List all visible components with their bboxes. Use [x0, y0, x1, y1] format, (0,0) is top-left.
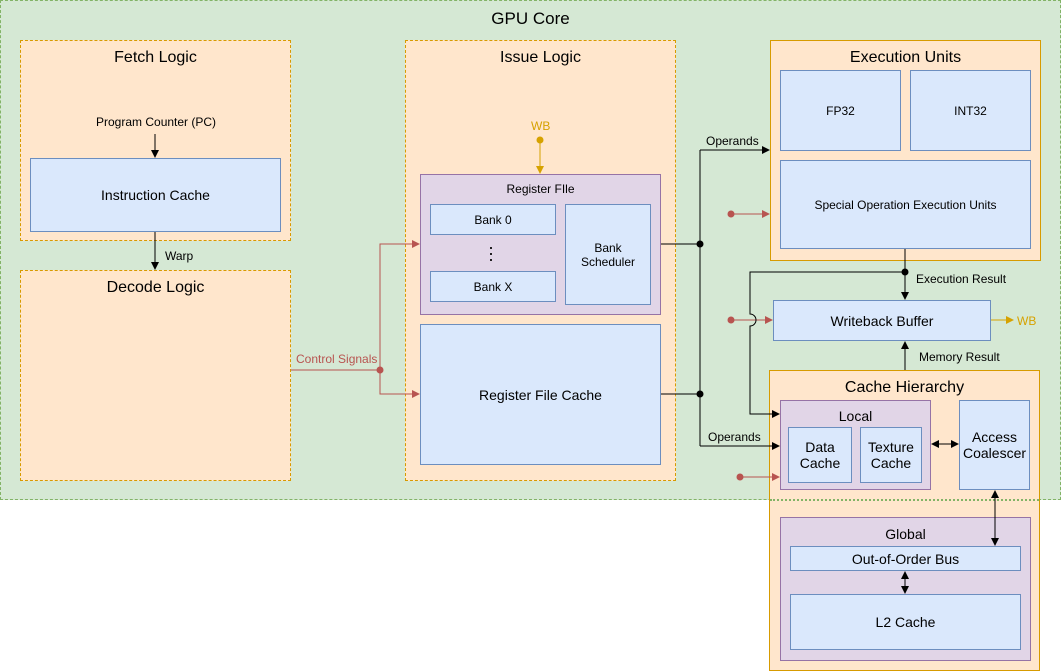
special-ops-box: Special Operation Execution Units	[780, 160, 1031, 249]
control-to-register-file-wire	[379, 240, 420, 370]
fp32-box: FP32	[780, 70, 901, 151]
bank-0-box: Bank 0	[430, 204, 556, 235]
writeback-buffer-box: Writeback Buffer	[773, 300, 991, 341]
warp-label: Warp	[165, 249, 194, 263]
issue-logic-title: Issue Logic	[500, 49, 581, 66]
global-title: Global	[885, 526, 926, 542]
bank-ellipsis: ···	[488, 237, 494, 269]
access-coalescer-box: Access Coalescer	[959, 400, 1030, 490]
decode-logic-box: Decode Logic	[20, 270, 291, 481]
bank-scheduler-box: Bank Scheduler	[565, 204, 651, 305]
decode-logic-title: Decode Logic	[106, 279, 205, 296]
bank-x-box: Bank X	[430, 271, 556, 302]
program-counter-label: Program Counter (PC)	[96, 115, 217, 129]
instruction-cache-box: Instruction Cache	[30, 158, 281, 232]
out-of-order-bus-box: Out-of-Order Bus	[790, 546, 1021, 571]
local-title: Local	[838, 408, 873, 424]
execution-result-label: Execution Result	[916, 272, 1007, 286]
register-file-title: Register FIle	[506, 182, 575, 196]
fetch-logic-title: Fetch Logic	[114, 49, 197, 66]
wb-out-label: WB	[1017, 314, 1037, 328]
int32-box: INT32	[910, 70, 1031, 151]
texture-cache-box: Texture Cache	[860, 427, 922, 483]
register-file-cache-box: Register File Cache	[420, 324, 661, 465]
execution-units-title: Execution Units	[849, 49, 962, 66]
cache-hierarchy-title: Cache Hierarchy	[844, 379, 965, 396]
data-cache-box: Data Cache	[788, 427, 852, 483]
operands-bottom-label: Operands	[708, 430, 761, 444]
gpu-core-title: GPU Core	[491, 9, 570, 28]
operands-top-label: Operands	[706, 134, 759, 148]
issue-wb-label: WB	[531, 119, 551, 133]
cache-divider	[770, 499, 1039, 501]
control-to-rf-cache-wire	[379, 370, 420, 398]
l2-cache-box: L2 Cache	[790, 594, 1021, 650]
control-signals-label: Control Signals	[296, 352, 378, 366]
execution-to-local-cache-wire	[749, 271, 905, 418]
memory-result-label: Memory Result	[919, 350, 1000, 364]
